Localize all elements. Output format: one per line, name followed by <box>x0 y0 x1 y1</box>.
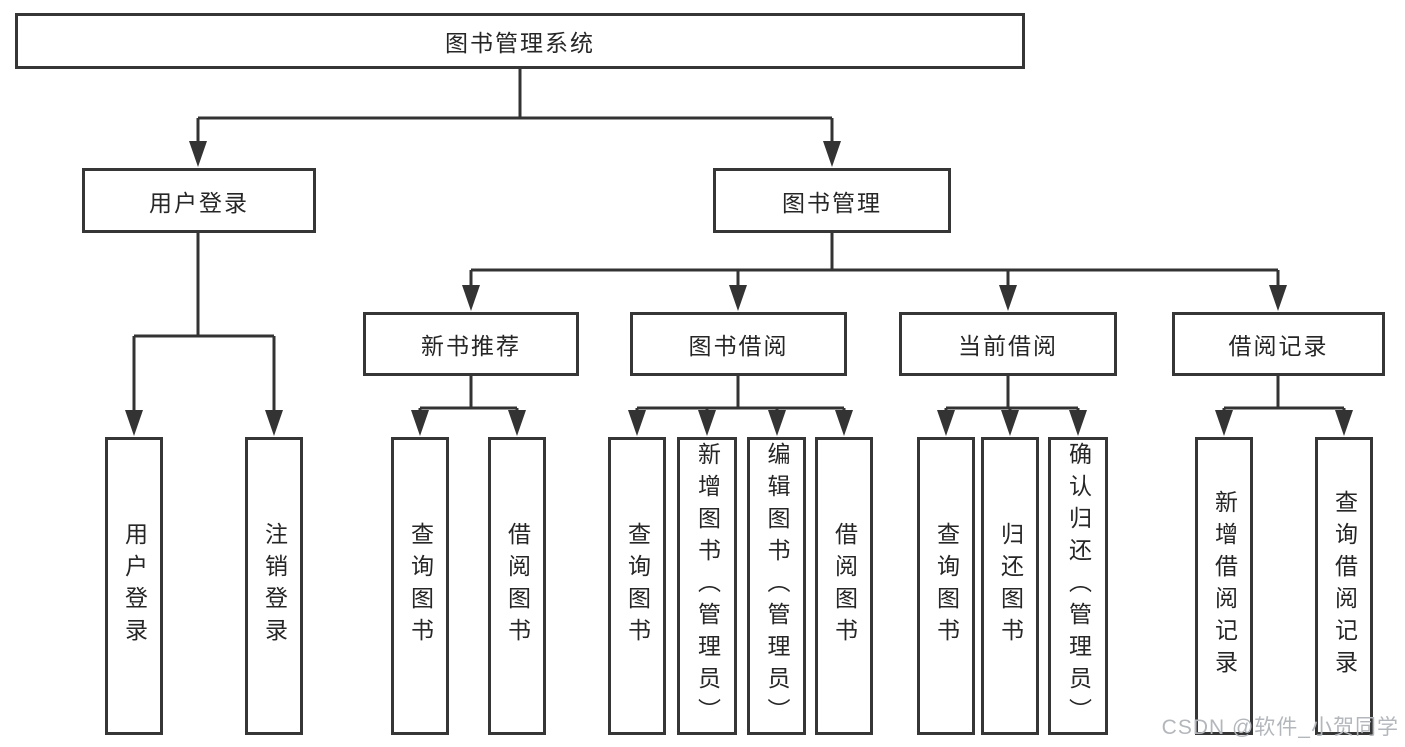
leaf-edit-books-admin: 编辑图书（管理员） <box>747 437 806 735</box>
leaf-confirm-return-admin-label: 确认归还（管理员） <box>1065 442 1092 730</box>
leaf-borrow-query-books: 查询图书 <box>608 437 666 735</box>
node-borrow-record: 借阅记录 <box>1172 312 1385 376</box>
leaf-edit-books-admin-label: 编辑图书（管理员） <box>764 442 790 730</box>
node-book-management: 图书管理 <box>713 168 951 233</box>
node-root: 图书管理系统 <box>15 13 1025 69</box>
leaf-add-borrow-record: 新增借阅记录 <box>1195 437 1253 735</box>
node-book-management-label: 图书管理 <box>782 189 882 216</box>
node-new-book-recommend: 新书推荐 <box>363 312 579 376</box>
node-borrow-record-label: 借阅记录 <box>1228 333 1329 359</box>
leaf-newbook-query-books: 查询图书 <box>391 437 449 735</box>
leaf-logout: 注销登录 <box>245 437 303 735</box>
leaf-borrow-books: 借阅图书 <box>815 437 873 735</box>
leaf-borrow-query-books-label: 查询图书 <box>624 522 651 650</box>
node-root-label: 图书管理系统 <box>445 30 595 56</box>
leaf-add-borrow-record-label: 新增借阅记录 <box>1211 490 1238 682</box>
leaf-query-borrow-record: 查询借阅记录 <box>1315 437 1373 735</box>
node-user-login-label: 用户登录 <box>149 189 249 216</box>
node-current-borrow-label: 当前借阅 <box>958 333 1058 359</box>
leaf-newbook-borrow-books: 借阅图书 <box>488 437 546 735</box>
node-current-borrow: 当前借阅 <box>899 312 1117 376</box>
leaf-user-login-label: 用户登录 <box>121 522 148 650</box>
leaf-add-books-admin-label: 新增图书（管理员） <box>694 442 721 730</box>
leaf-confirm-return-admin: 确认归还（管理员） <box>1048 437 1108 735</box>
leaf-return-books: 归还图书 <box>981 437 1039 735</box>
leaf-user-login: 用户登录 <box>105 437 163 735</box>
leaf-borrow-books-label: 借阅图书 <box>831 522 858 650</box>
csdn-watermark: CSDN @软件_小贺同学 <box>1161 716 1399 739</box>
leaf-current-query-books-label: 查询图书 <box>933 522 960 650</box>
leaf-query-borrow-record-label: 查询借阅记录 <box>1331 490 1358 682</box>
leaf-current-query-books: 查询图书 <box>917 437 975 735</box>
node-book-borrow: 图书借阅 <box>630 312 847 376</box>
leaf-return-books-label: 归还图书 <box>997 522 1024 650</box>
node-new-book-recommend-label: 新书推荐 <box>421 333 521 359</box>
leaf-newbook-query-books-label: 查询图书 <box>407 522 434 650</box>
node-user-login: 用户登录 <box>82 168 316 233</box>
node-book-borrow-label: 图书借阅 <box>688 333 789 359</box>
leaf-add-books-admin: 新增图书（管理员） <box>677 437 737 735</box>
leaf-logout-label: 注销登录 <box>261 522 288 650</box>
leaf-newbook-borrow-books-label: 借阅图书 <box>504 522 531 650</box>
